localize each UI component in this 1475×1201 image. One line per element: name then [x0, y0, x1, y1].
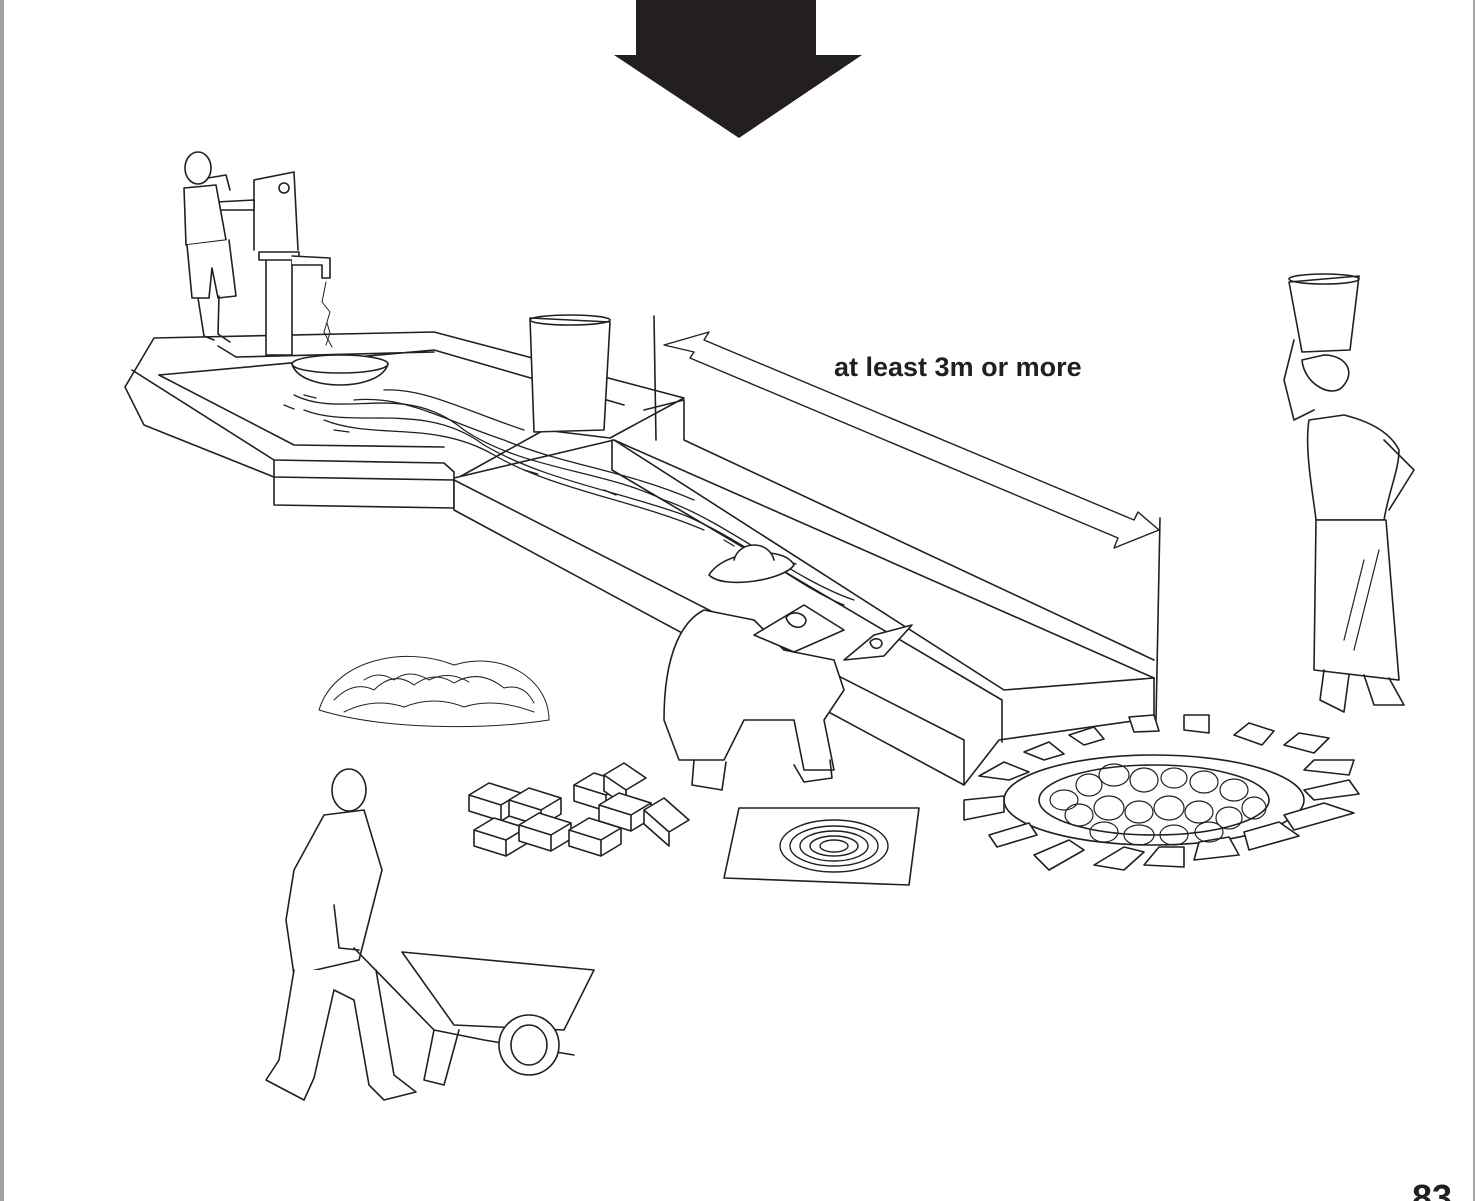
bucket [530, 315, 610, 432]
hand-pump [216, 172, 332, 355]
soakaway-pit [964, 715, 1359, 870]
brick-pile [469, 763, 689, 856]
down-arrow-icon [614, 0, 862, 138]
distance-label: at least 3m or more [834, 352, 1082, 383]
manual-page: at least 3m or more 83 [4, 0, 1473, 1201]
rope-on-sheet [724, 808, 919, 885]
soakaway-construction-illustration [4, 0, 1473, 1201]
sand-heap [319, 656, 549, 726]
child-pumping [184, 152, 236, 342]
woman-with-bucket [1284, 274, 1414, 712]
page-number: 83 [1412, 1180, 1452, 1201]
